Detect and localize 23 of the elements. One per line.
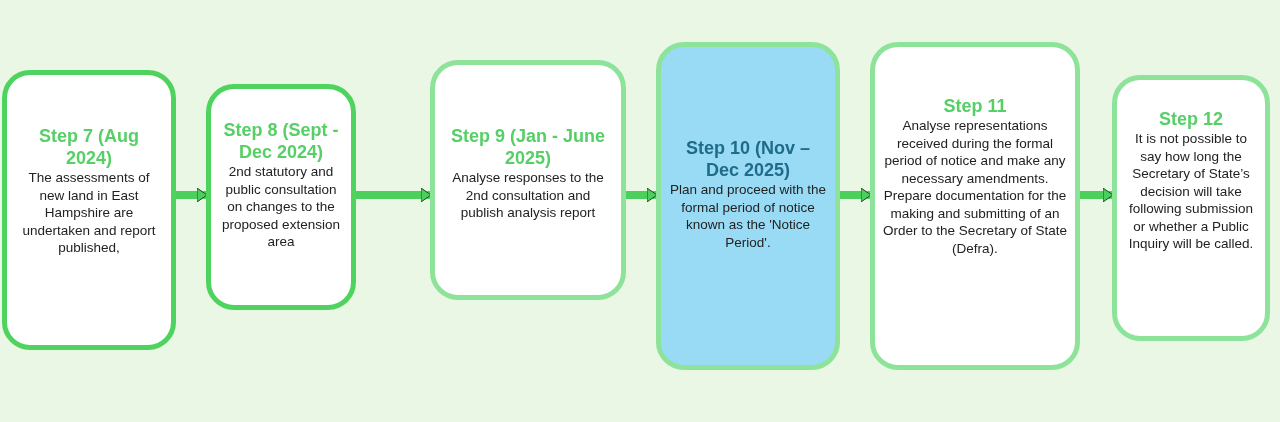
process-box — [430, 60, 626, 300]
step-heading: Step 8 (Sept -Dec 2024) — [222, 119, 340, 163]
block-arrow — [356, 187, 432, 203]
step-heading: Step 11 — [943, 95, 1007, 117]
block-arrow — [626, 187, 658, 203]
block-arrow — [176, 187, 208, 203]
step-heading: Step 7 (Aug 2024) — [38, 125, 140, 169]
step-heading: Step 12 — [1159, 108, 1223, 130]
step-description: 2nd statutory and public consultation on changes to the proposed extension area — [221, 163, 341, 251]
process-box — [656, 42, 840, 370]
block-arrow — [1080, 187, 1114, 203]
step-heading: Step 10 (Nov – Dec 2025) — [684, 137, 811, 181]
step-description: Analyse representations received during the formal period of notice and make any necessary amendments. Prepare documentation for the making and submitting of an Order to the Secretary of State (Defra). — [883, 117, 1067, 257]
process-box — [870, 42, 1080, 370]
step-description: The assessments of new land in East Hampshire are undertaken and report published, — [21, 169, 157, 257]
step-heading: Step 9 (Jan - June 2025) — [449, 125, 606, 169]
step-description: Plan and proceed with the formal period of notice known as the 'Notice Period'. — [669, 181, 827, 251]
process-box — [1112, 75, 1270, 341]
block-arrow — [840, 187, 872, 203]
process-box — [2, 70, 176, 350]
process-box — [206, 84, 356, 310]
step-description: It is not possible to say how long the Secretary of State’s decision will take following submission or whether a Public Inquiry will be called. — [1127, 130, 1255, 253]
step-description: Analyse responses to the 2nd consultation and publish analysis report — [451, 169, 605, 222]
